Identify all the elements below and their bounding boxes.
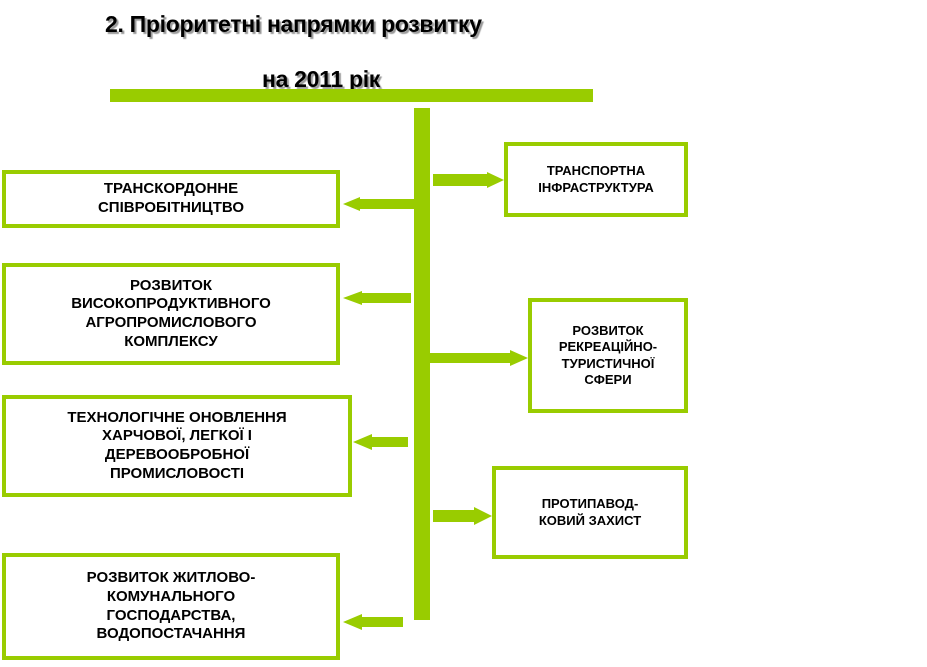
vertical-trunk [414,108,430,620]
page-title: 2. Пріоритетні напрямки розвитку [105,11,482,37]
box-transport-infrastructure: Транспортна інфраструктура [504,142,688,217]
box-agro-industrial-complex: Розвиток високопродуктивного агропромисл… [2,263,340,365]
arrow-to-cross-border [343,197,414,211]
box-cross-border-cooperation: Транскордонне співробітництво [2,170,340,228]
title-underline [110,89,593,102]
box-recreation-tourism: Розвиток рекреаційно- туристичної сфери [528,298,688,413]
arrow-to-tech-renewal [353,434,408,450]
arrow-to-recreation [430,350,528,366]
arrow-to-flood [433,507,492,525]
arrow-to-housing [343,614,403,630]
box-housing-utilities: Розвиток житлово- комунального господарс… [2,553,340,660]
box-technological-renewal: Технологічне оновлення харчової, легкої … [2,395,352,497]
arrow-to-transport [433,172,504,188]
arrow-to-agro [343,291,411,305]
box-flood-protection: Протипавод- ковий захист [492,466,688,559]
page-subtitle: на 2011 рік [262,66,381,92]
